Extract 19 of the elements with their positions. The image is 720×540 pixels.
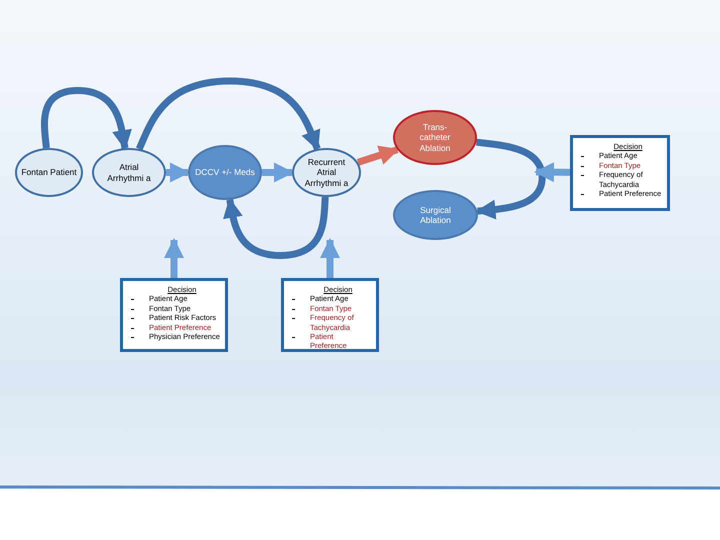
node-label: Recurrent Atrial Arrhythmi a: [304, 157, 348, 188]
node-label: Surgical Ablation: [419, 204, 452, 226]
decision-box: [281, 278, 379, 352]
arrow: [223, 196, 329, 259]
arrow: [164, 238, 184, 278]
arrow: [476, 138, 546, 220]
node-label: DCCV +/- Meds: [195, 167, 255, 178]
arrow: [136, 77, 321, 151]
arrow: [320, 238, 340, 278]
arrow: [40, 87, 132, 150]
arrow: [166, 162, 190, 182]
node-label: Fontan Patient: [21, 167, 77, 178]
arrow: [262, 162, 294, 182]
decision-box: [570, 135, 670, 211]
ellipse-node: [292, 148, 361, 197]
decision-box: [120, 278, 228, 352]
node-label: Trans- catheter Ablation: [418, 122, 452, 153]
node-label: Atrial Arrhythmi a: [107, 162, 151, 183]
arrow: [356, 146, 400, 166]
